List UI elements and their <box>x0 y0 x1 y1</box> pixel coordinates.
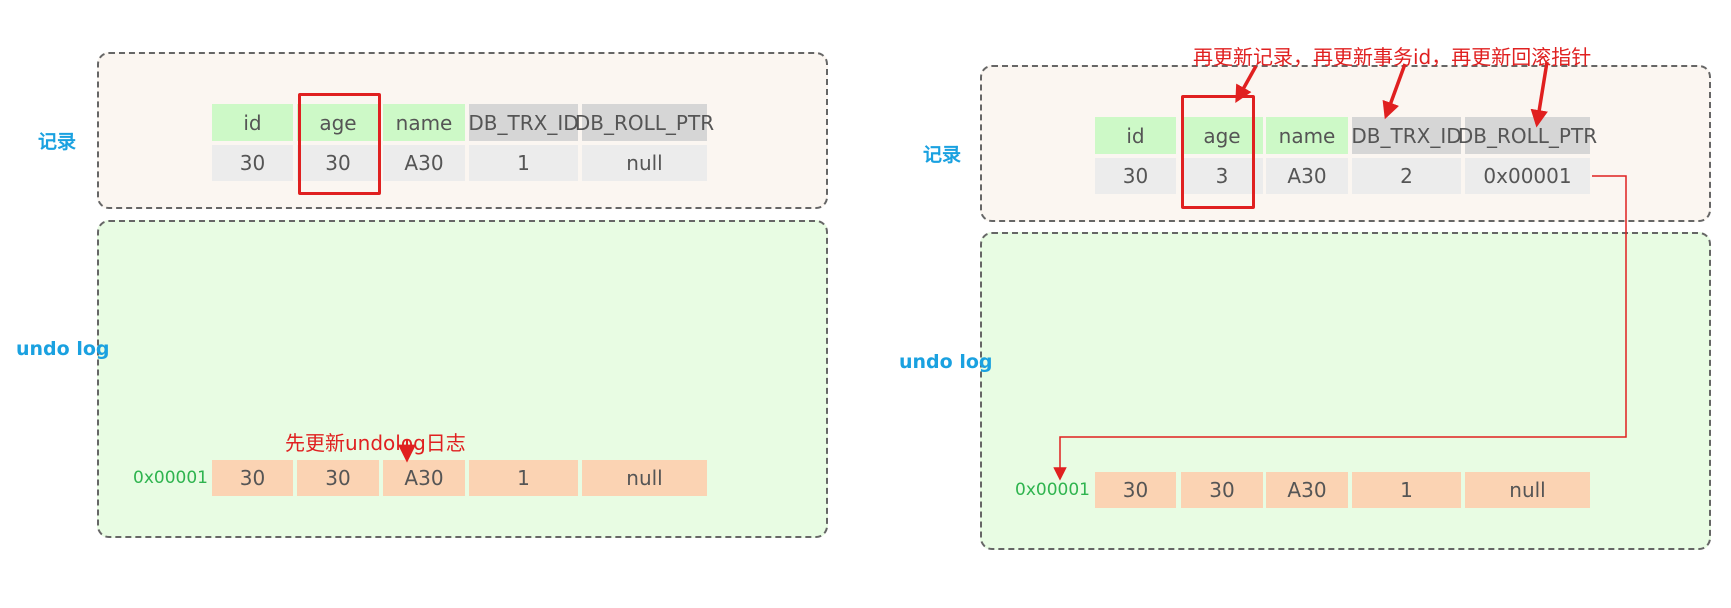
left-annotation: 先更新undolog日志 <box>285 431 466 455</box>
left-age-highlight <box>298 93 381 195</box>
right-value-name: A30 <box>1266 158 1348 194</box>
right-arrow-to-trx-id <box>1382 63 1407 120</box>
right-header-db-trx-id: DB_TRX_ID <box>1351 117 1462 154</box>
left-undo-log-label: undo log <box>16 338 110 360</box>
left-undo-cell-name: A30 <box>383 460 465 496</box>
left-value-name: A30 <box>383 145 465 181</box>
roll-pointer-connector <box>1053 175 1627 481</box>
left-undo-address: 0x00001 <box>133 468 208 488</box>
left-header-age: age <box>297 104 379 141</box>
right-value-db-roll-ptr: 0x00001 <box>1465 158 1590 194</box>
right-undo-cell-db-trx-id: 1 <box>1352 472 1461 508</box>
right-value-age: 3 <box>1181 158 1263 194</box>
right-header-age: age <box>1181 117 1263 154</box>
right-value-db-trx-id: 2 <box>1352 158 1461 194</box>
right-record-label: 记录 <box>923 144 962 166</box>
left-undo-cell-age: 30 <box>297 460 379 496</box>
left-value-db-roll-ptr: null <box>582 145 707 181</box>
right-header-name: name <box>1266 117 1348 154</box>
right-arrow-to-roll-ptr <box>1530 61 1549 128</box>
left-value-age: 30 <box>297 145 379 181</box>
right-undo-address: 0x00001 <box>1015 480 1090 500</box>
right-arrow-to-age <box>1235 65 1258 104</box>
left-undo-cell-db-roll-ptr: null <box>582 460 707 496</box>
right-undo-log-label: undo log <box>899 351 993 373</box>
left-header-db-trx-id: DB_TRX_ID <box>468 104 579 141</box>
left-value-db-trx-id: 1 <box>469 145 578 181</box>
right-undo-cell-age: 30 <box>1181 472 1263 508</box>
left-header-id: id <box>212 104 293 141</box>
right-annotation: 再更新记录，再更新事务id，再更新回滚指针 <box>1193 45 1592 69</box>
right-header-db-roll-ptr: DB_ROLL_PTR <box>1458 117 1597 154</box>
right-header-id: id <box>1095 117 1176 154</box>
right-undo-cell-db-roll-ptr: null <box>1465 472 1590 508</box>
right-undo-cell-name: A30 <box>1266 472 1348 508</box>
left-undo-cell-id: 30 <box>212 460 293 496</box>
left-undo-cell-db-trx-id: 1 <box>469 460 578 496</box>
right-age-highlight <box>1181 95 1255 209</box>
left-value-id: 30 <box>212 145 293 181</box>
left-record-label: 记录 <box>38 131 77 153</box>
right-undo-cell-id: 30 <box>1095 472 1176 508</box>
left-header-db-roll-ptr: DB_ROLL_PTR <box>575 104 714 141</box>
left-header-name: name <box>383 104 465 141</box>
right-value-id: 30 <box>1095 158 1176 194</box>
